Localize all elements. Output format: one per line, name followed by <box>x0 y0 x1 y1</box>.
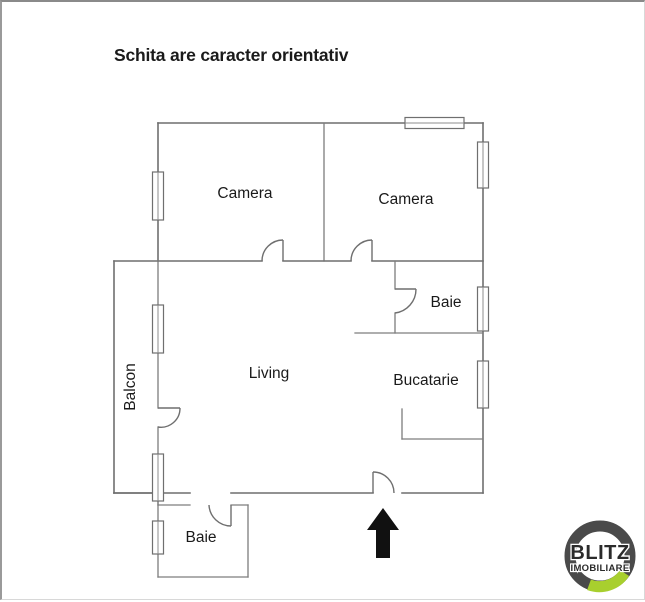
wall-group-interior <box>157 260 484 578</box>
room-label-camera-top-right: Camera <box>378 191 434 208</box>
room-label-living: Living <box>249 365 290 382</box>
door-baie-upper <box>394 288 417 314</box>
page-title: Schita are caracter orientativ <box>114 45 349 65</box>
window-bucatarie <box>476 360 490 409</box>
logo-secondary-text: IMOBILIARE <box>571 563 630 574</box>
door-entrance <box>372 471 395 494</box>
room-label-baie-lower: Baie <box>185 529 216 546</box>
window-baie-lower <box>151 520 165 555</box>
wall-group-outer <box>113 122 484 578</box>
door-balcon <box>157 407 181 428</box>
door-baie-lower <box>208 504 232 527</box>
room-label-group: Camera Camera Baie Living Bucatarie Balc… <box>122 185 462 546</box>
logo-accent-arc <box>587 569 630 593</box>
window-living-balcon-lower <box>151 453 165 502</box>
window-living-balcon-upper <box>151 304 165 354</box>
window-left-camera <box>151 171 165 221</box>
entrance-direction-arrow <box>367 508 399 558</box>
room-label-camera-top-left: Camera <box>217 185 273 202</box>
room-label-bucatarie: Bucatarie <box>393 372 458 389</box>
brand-logo: BLITZ IMOBILIARE <box>564 520 636 593</box>
room-label-balcon: Balcon <box>122 363 139 410</box>
logo-primary-text: BLITZ <box>570 542 629 564</box>
door-group <box>157 239 417 527</box>
window-group <box>151 116 490 555</box>
window-right-camera <box>476 141 490 189</box>
window-baie-upper <box>476 286 490 332</box>
door-camera-right <box>350 239 373 262</box>
door-camera-left <box>261 239 284 262</box>
room-label-baie-upper: Baie <box>430 294 461 311</box>
window-top-horizontal <box>404 116 465 130</box>
